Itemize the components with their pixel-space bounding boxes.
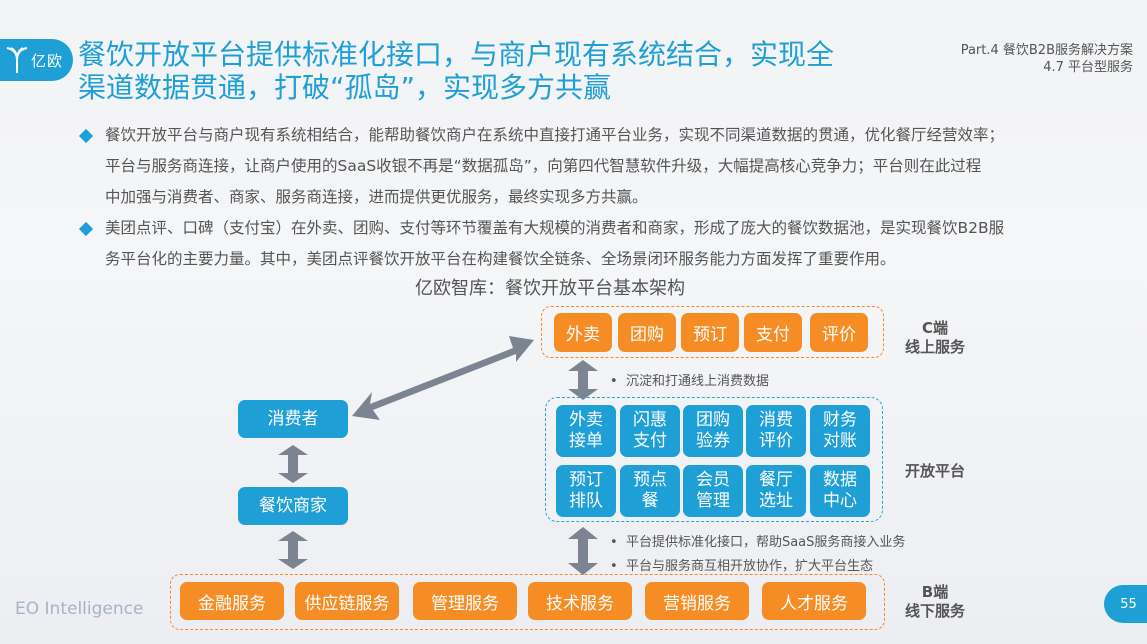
b-item-marketing: 营销服务: [645, 582, 749, 620]
b-item-supply-chain: 供应链服务: [295, 582, 399, 620]
bullet-text: 中加强与消费者、商家、服务商连接，进而提供更优服务，最终实现多方共赢。: [105, 188, 648, 206]
platform-item: 预点餐: [620, 465, 680, 517]
b-side-group: [170, 574, 885, 630]
c-side-group: [541, 306, 884, 358]
diagram-title: 亿欧智库：餐饮开放平台基本架构: [415, 278, 685, 299]
bullet-text: 餐饮开放平台与商户现有系统相结合，能帮助餐饮商户在系统中直接打通平台业务，实现不…: [105, 126, 1005, 144]
logo-text: 亿欧: [31, 51, 64, 70]
footer-brand: EO Intelligence: [15, 599, 144, 619]
b-side-label-2: 线下服务: [904, 602, 965, 620]
double-arrow-icon: [568, 527, 598, 575]
platform-item: 消费评价: [746, 405, 806, 457]
diamond-bullet-icon: [78, 128, 94, 144]
part-label: Part.4 餐饮B2B服务解决方案: [960, 43, 1133, 58]
c-item-reservation: 预订: [681, 313, 739, 352]
b-side-label: B端 线下服务: [895, 583, 975, 621]
b-item-talent: 人才服务: [762, 582, 866, 620]
diamond-bullet-icon: [78, 221, 94, 237]
bullet-list: 餐饮开放平台与商户现有系统相结合，能帮助餐饮商户在系统中直接打通平台业务，实现不…: [78, 120, 1090, 275]
bullet-text: 平台与服务商连接，让商户使用的SaaS收银不再是“数据孤岛”，向第四代智慧软件升…: [105, 157, 982, 175]
merchant-node: 餐饮商家: [238, 487, 348, 525]
b-note-2: • 平台与服务商互相开放协作，扩大平台生态: [610, 559, 873, 574]
c-side-label-1: C端: [921, 319, 948, 337]
platform-item: 外卖接单: [556, 405, 616, 457]
consumer-node: 消费者: [238, 400, 348, 438]
platform-label: 开放平台: [904, 462, 965, 480]
c-item-takeout: 外卖: [554, 313, 612, 352]
b-note-text: 平台与服务商互相开放协作，扩大平台生态: [625, 559, 873, 574]
page-title: 餐饮开放平台提供标准化接口，与商户现有系统结合，实现全 渠道数据贯通，打破“孤岛…: [78, 38, 878, 104]
b-note-1: • 平台提供标准化接口，帮助SaaS服务商接入业务: [610, 535, 906, 550]
bullet-item: 美团点评、口碑（支付宝）在外卖、团购、支付等环节覆盖有大规模的消费者和商家，形成…: [78, 213, 1090, 275]
bullet-item: 餐饮开放平台与商户现有系统相结合，能帮助餐饮商户在系统中直接打通平台业务，实现不…: [78, 120, 1090, 213]
open-platform-group: [545, 397, 883, 522]
eo-logo-badge: 亿欧: [0, 39, 73, 81]
bullet-text: 务平台化的主要力量。其中，美团点评餐饮开放平台在构建餐饮全链条、全场景闭环服务能…: [105, 250, 896, 268]
platform-item: 财务对账: [810, 405, 870, 457]
platform-item: 团购验券: [683, 405, 743, 457]
bullet-text: 美团点评、口碑（支付宝）在外卖、团购、支付等环节覆盖有大规模的消费者和商家，形成…: [105, 219, 1005, 237]
subsection-label: 4.7 平台型服务: [1043, 60, 1133, 75]
title-line-2: 渠道数据贯通，打破“孤岛”，实现多方共赢: [78, 71, 612, 104]
diagonal-double-arrow-icon: [352, 336, 534, 420]
b-note-text: 平台提供标准化接口，帮助SaaS服务商接入业务: [625, 535, 906, 550]
double-arrow-icon: [278, 445, 308, 483]
platform-item: 会员管理: [683, 465, 743, 517]
section-label: Part.4 餐饮B2B服务解决方案 4.7 平台型服务: [961, 42, 1133, 76]
c-item-payment: 支付: [744, 313, 802, 352]
c-side-label-2: 线上服务: [904, 338, 965, 356]
b-item-management: 管理服务: [413, 582, 517, 620]
double-arrow-icon: [278, 531, 308, 569]
b-item-technology: 技术服务: [528, 582, 632, 620]
b-side-label-1: B端: [921, 583, 949, 601]
b-item-finance: 金融服务: [180, 582, 284, 620]
c-note: • 沉淀和打通线上消费数据: [610, 374, 769, 389]
platform-item: 预订排队: [556, 465, 616, 517]
page-number: 55: [1104, 585, 1147, 623]
c-note-text: 沉淀和打通线上消费数据: [625, 374, 769, 389]
platform-item: 闪惠支付: [620, 405, 680, 457]
double-arrow-icon: [568, 360, 598, 400]
platform-item: 餐厅选址: [746, 465, 806, 517]
title-line-1: 餐饮开放平台提供标准化接口，与商户现有系统结合，实现全: [78, 38, 835, 71]
platform-item: 数据中心: [810, 465, 870, 517]
eo-logo-icon: [6, 47, 28, 73]
c-item-groupbuy: 团购: [618, 313, 676, 352]
c-side-label: C端 线上服务: [895, 319, 975, 357]
c-item-review: 评价: [810, 313, 868, 352]
